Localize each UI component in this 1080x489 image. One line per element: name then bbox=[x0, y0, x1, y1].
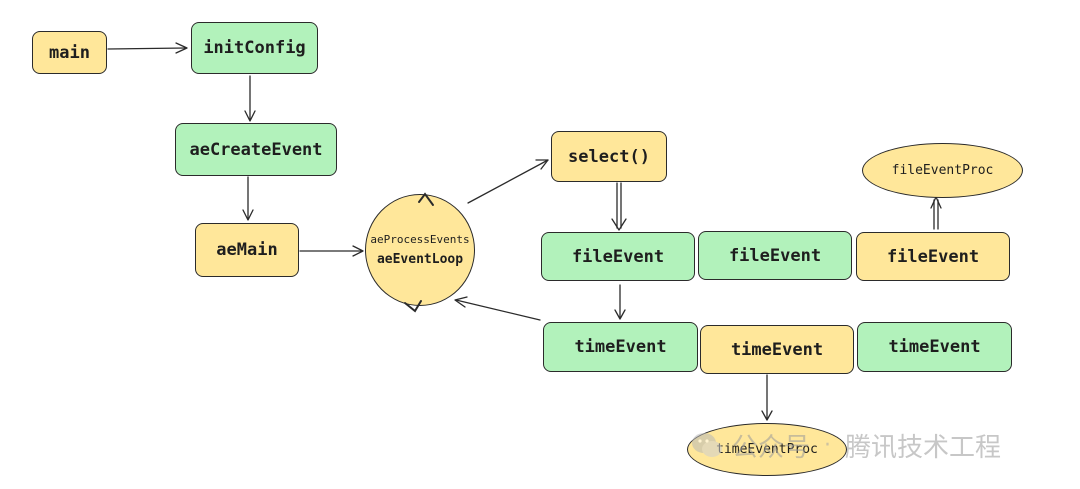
node-fileevent-1-label: fileEvent bbox=[571, 246, 665, 267]
node-timeevent-1-label: timeEvent bbox=[574, 337, 667, 357]
node-fileevent-1: fileEvent bbox=[541, 232, 695, 281]
node-aecreateevent-label: aeCreateEvent bbox=[189, 139, 323, 160]
node-fileevent-2-label: fileEvent bbox=[728, 245, 822, 266]
arrow-timeevent-to-eventloop bbox=[455, 299, 541, 321]
node-aecreateevent: aeCreateEvent bbox=[175, 123, 337, 176]
arrow-eventloop-to-select bbox=[467, 159, 549, 204]
node-initconfig: initConfig bbox=[191, 22, 318, 74]
node-aeeventloop-label: aeEventLoop bbox=[376, 252, 464, 267]
loop-arrow-marks bbox=[404, 192, 434, 313]
node-timeeventproc: timeEventProc bbox=[687, 423, 847, 476]
node-timeevent-3-label: timeEvent bbox=[888, 337, 981, 357]
node-initconfig-label: initConfig bbox=[203, 38, 306, 58]
arrow-select-to-fileevent bbox=[616, 182, 622, 229]
node-fileeventproc-label: fileEventProc bbox=[891, 163, 994, 178]
node-timeevent-2-label: timeEvent bbox=[730, 339, 824, 360]
node-eventloop-circle: aeProcessEvents aeEventLoop bbox=[365, 194, 475, 306]
node-timeevent-3: timeEvent bbox=[857, 322, 1012, 372]
node-fileeventproc: fileEventProc bbox=[862, 143, 1023, 198]
node-fileevent-3: fileEvent bbox=[856, 232, 1010, 281]
node-timeevent-2: timeEvent bbox=[700, 325, 854, 374]
node-timeevent-1: timeEvent bbox=[543, 322, 698, 372]
arrow-fileevent-to-fileeventproc bbox=[933, 199, 939, 230]
node-main: main bbox=[32, 31, 107, 74]
node-select-label: select() bbox=[568, 146, 650, 167]
node-fileevent-3-label: fileEvent bbox=[886, 246, 980, 267]
node-main-label: main bbox=[49, 42, 90, 63]
node-aeprocessevents-label: aeProcessEvents bbox=[370, 233, 470, 246]
node-select: select() bbox=[551, 131, 667, 182]
node-timeeventproc-label: timeEventProc bbox=[716, 442, 818, 457]
node-aemain: aeMain bbox=[195, 223, 299, 277]
arrow-main-to-initconfig bbox=[107, 47, 187, 50]
node-aemain-label: aeMain bbox=[216, 240, 278, 260]
node-fileevent-2: fileEvent bbox=[698, 231, 852, 280]
